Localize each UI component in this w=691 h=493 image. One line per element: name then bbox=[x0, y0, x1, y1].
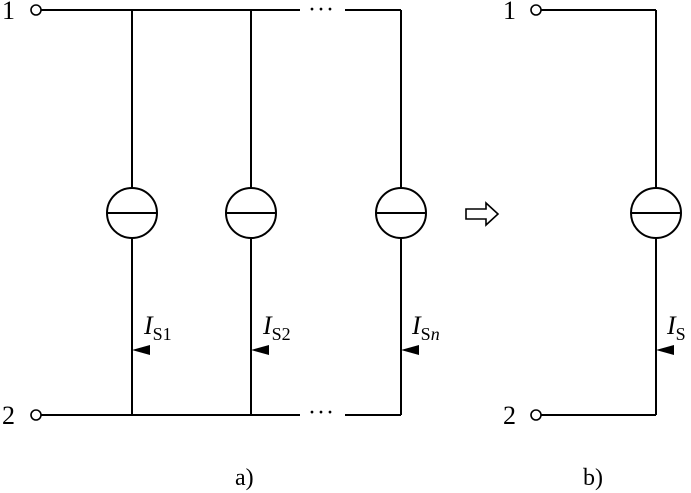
current-label-1: IS1 bbox=[143, 311, 172, 344]
equivalent-current-source: IS bbox=[630, 10, 686, 415]
current-label-equivalent: IS bbox=[666, 311, 686, 344]
current-source-2: IS2 bbox=[225, 10, 291, 415]
terminal-2-a bbox=[30, 409, 42, 421]
equivalence-arrow-icon bbox=[465, 201, 500, 227]
terminal-2-label-b: 2 bbox=[503, 401, 516, 430]
terminal-2-label-a: 2 bbox=[2, 401, 15, 430]
terminal-1-a bbox=[30, 4, 42, 16]
top-bus-ellipsis: ··· bbox=[308, 0, 335, 23]
figure-b: 1 2 IS b) bbox=[503, 0, 686, 491]
caption-a: a) bbox=[235, 465, 254, 491]
current-source-1: IS1 bbox=[106, 10, 172, 415]
terminal-1-b bbox=[530, 4, 542, 16]
terminal-1-label-b: 1 bbox=[503, 0, 516, 25]
terminal-1-label-a: 1 bbox=[2, 0, 15, 25]
caption-b: b) bbox=[583, 465, 603, 491]
bottom-bus-ellipsis: ··· bbox=[308, 400, 335, 426]
current-label-n: ISn bbox=[411, 311, 440, 344]
terminal-2-b bbox=[530, 409, 542, 421]
current-source-n: ISn bbox=[375, 10, 440, 415]
figure-a: 1 2 ··· ··· IS1 IS2 bbox=[2, 0, 440, 491]
current-label-2: IS2 bbox=[262, 311, 291, 344]
